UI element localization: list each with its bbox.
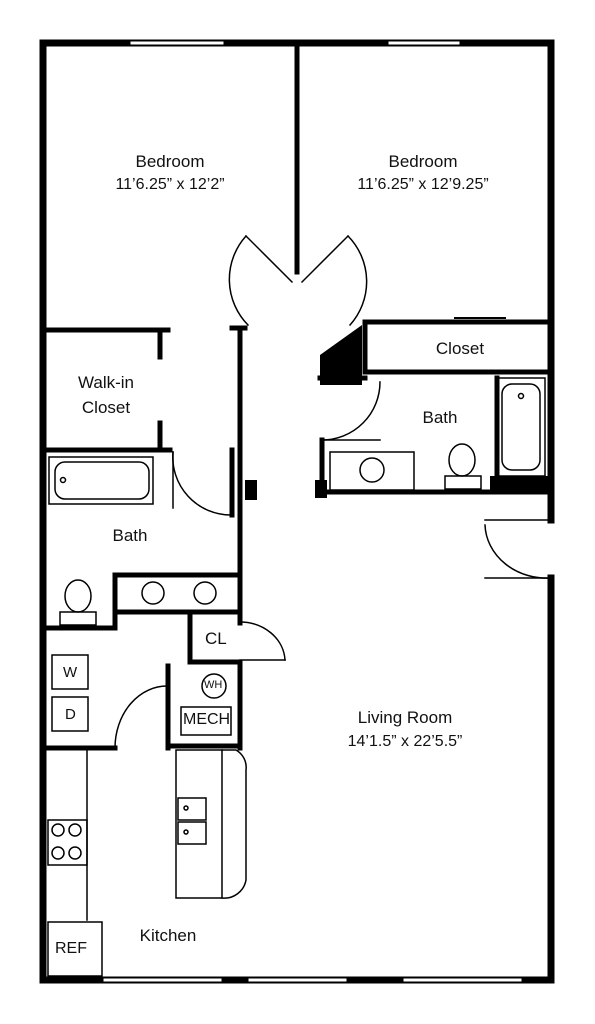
living-room-dims: 14’1.5” x 22’5.5”: [347, 733, 463, 750]
windows: [103, 41, 522, 982]
interior-walls: [40, 40, 554, 751]
closet-label: Closet: [435, 339, 485, 358]
bedroom-right-name: Bedroom: [388, 152, 458, 171]
bath-left-label: Bath: [112, 526, 148, 545]
walkin-closet-line1: Walk-in: [77, 373, 135, 392]
living-room-name: Living Room: [357, 708, 453, 727]
fixtures: [47, 377, 546, 977]
doors: [114, 234, 552, 749]
bedroom-left-dims: 11’6.25” x 12’2”: [115, 176, 225, 193]
wall-blocks: [245, 325, 550, 500]
bedroom-right-dims: 11’6.25” x 12’9.25”: [357, 176, 489, 193]
kitchen-label: Kitchen: [139, 926, 197, 945]
dryer-label: D: [65, 706, 76, 723]
washer-label: W: [63, 664, 78, 681]
bedroom-left-name: Bedroom: [135, 152, 205, 171]
water-heater-label: WH: [204, 679, 223, 691]
mech-label: MECH: [183, 711, 231, 728]
ref-label: REF: [55, 940, 87, 957]
bath-right-label: Bath: [422, 408, 458, 427]
cl-label: CL: [205, 629, 227, 648]
walkin-closet-line2: Closet: [81, 398, 131, 417]
